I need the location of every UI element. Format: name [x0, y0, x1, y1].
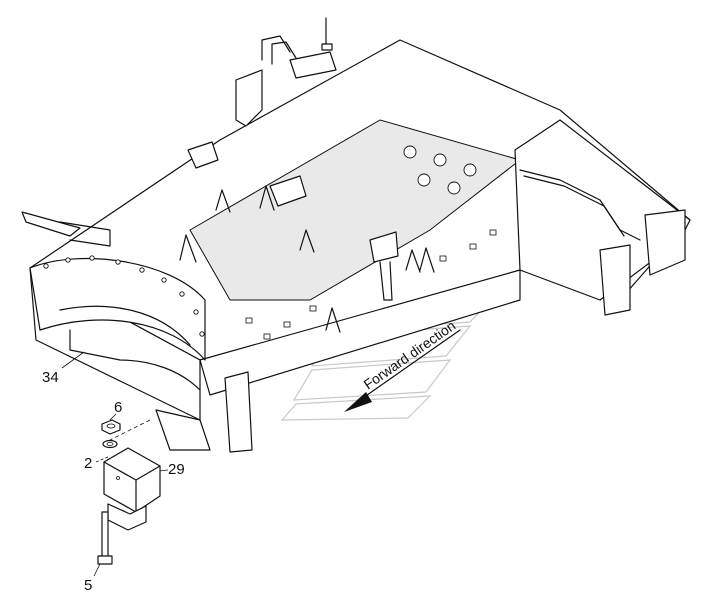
nut-part-6: [101, 419, 121, 435]
callout-29: 29: [168, 461, 185, 478]
forward-direction-arrow: [344, 329, 461, 412]
block-part-29: [103, 447, 161, 531]
callout-6: 6: [114, 399, 122, 416]
callout-2: 2: [84, 455, 92, 472]
callout-5: 5: [84, 577, 92, 594]
main-frame: [21, 17, 691, 453]
washer-part-2: [102, 439, 118, 449]
callout-34: 34: [42, 369, 59, 386]
bolt-part-5: [97, 511, 113, 565]
